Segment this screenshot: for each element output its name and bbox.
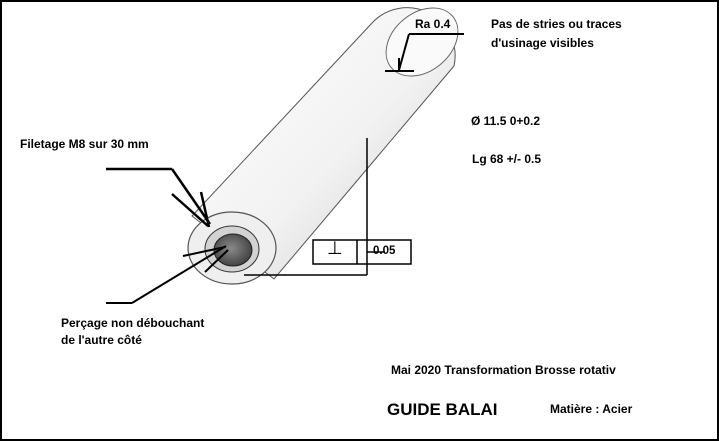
thread-leader [106, 167, 212, 228]
surface-note-line2: d'usinage visibles [491, 36, 594, 50]
perpendicularity-symbol: ⊥ [327, 238, 343, 259]
bore-note-line1: Perçage non débouchant [61, 316, 205, 330]
tube-far-end [385, 7, 459, 77]
roughness-value: Ra 0.4 [415, 17, 451, 31]
tolerance-frame [312, 239, 412, 265]
perpendicularity-value: 0.05 [373, 245, 396, 257]
material-note: Matière : Acier [550, 402, 633, 416]
bore-note-line2: de l'autre côté [61, 333, 142, 347]
title-date-line: Mai 2020 Transformation Brosse rotativ [391, 363, 616, 377]
roughness-symbol [385, 33, 464, 72]
bore-leader [106, 245, 229, 304]
length-dimension: Lg 68 +/- 0.5 [472, 152, 542, 166]
perpendicularity-callout [244, 138, 412, 276]
surface-note-line1: Pas de stries ou traces [491, 17, 622, 31]
thread-note: Filetage M8 sur 30 mm [20, 137, 149, 151]
diameter-dimension: Ø 11.5 0+0.2 [471, 114, 541, 128]
tube-part [187, 7, 459, 285]
part-name: GUIDE BALAI [387, 400, 498, 419]
